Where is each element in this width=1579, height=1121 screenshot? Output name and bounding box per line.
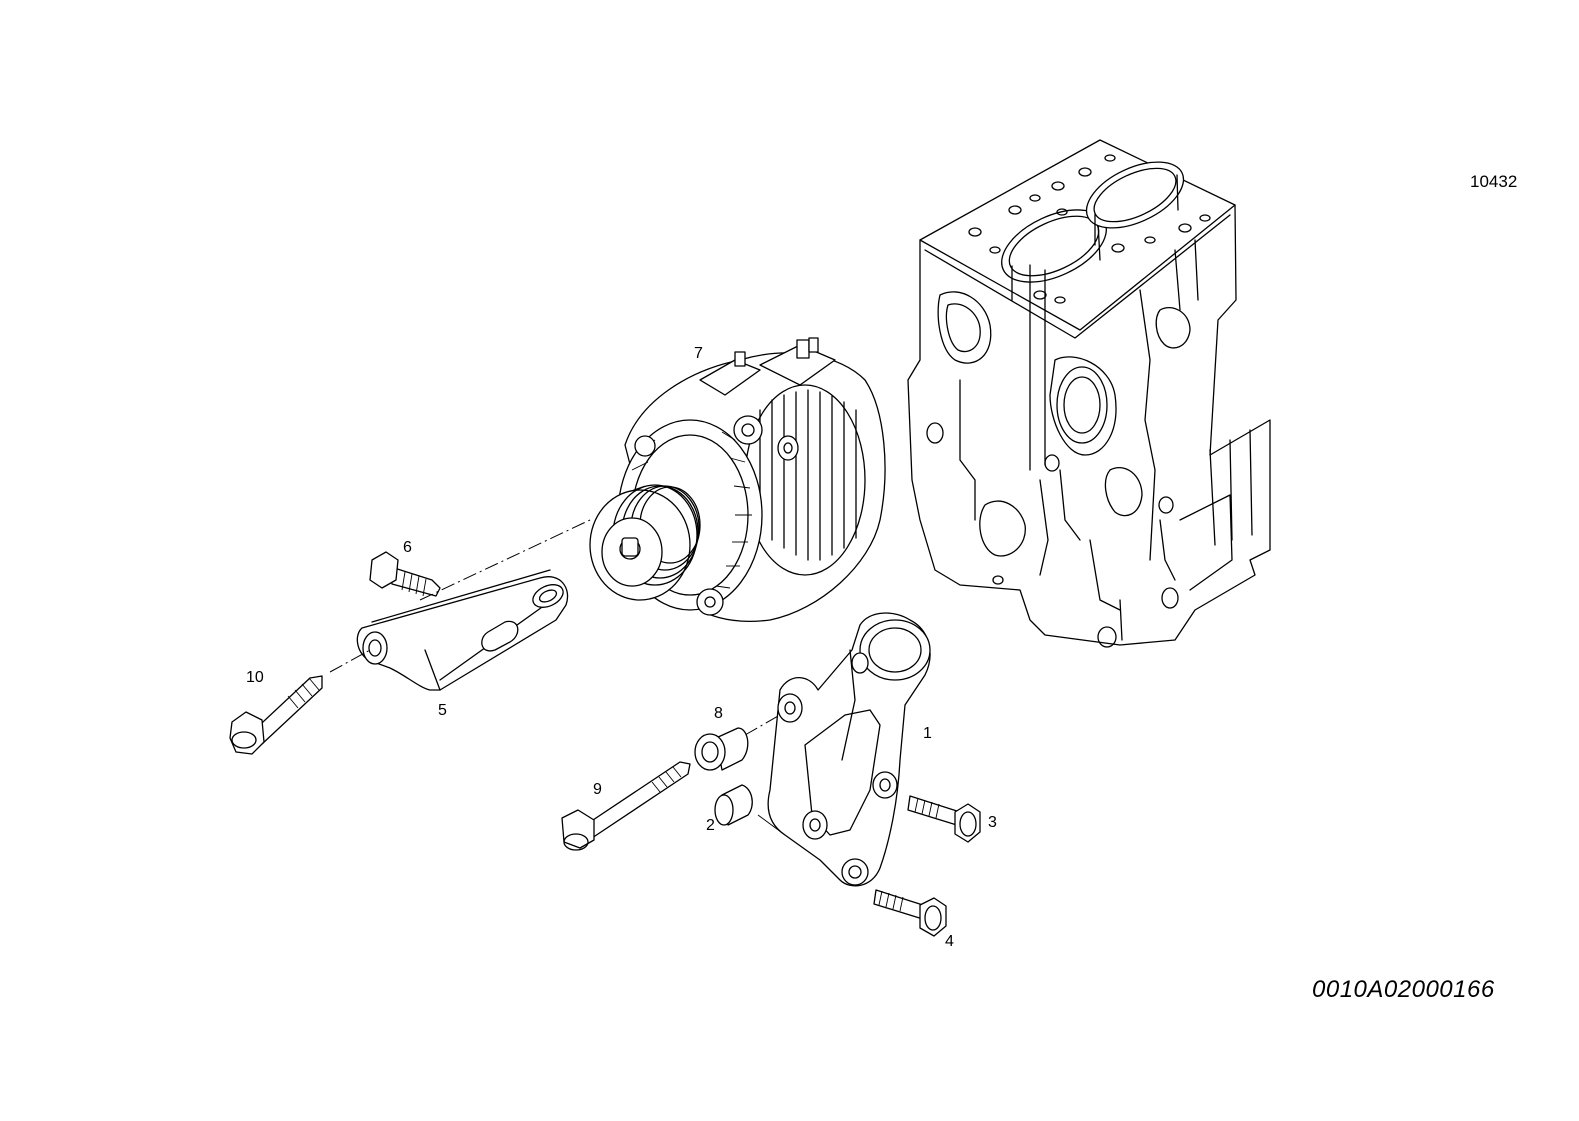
assembly-line-bracket [419,519,591,601]
drawing-part-code: 0010A02000166 [1312,976,1495,1003]
adjuster-bracket [356,569,569,691]
callout-10: 10 [246,669,264,686]
drawing-reference-number: 10432 [1470,172,1518,191]
callout-3: 3 [988,814,997,831]
callout-2: 2 [706,817,715,834]
callout-9: 9 [593,781,602,798]
bolt-4 [873,889,947,937]
assembly-line-bolt10 [329,649,371,673]
bolt-9 [561,761,691,851]
callout-5: 5 [438,702,447,719]
bolt-3 [907,795,981,843]
callout-8: 8 [714,705,723,722]
callout-1: 1 [923,725,932,742]
callout-4: 4 [945,933,954,950]
spacer-2 [714,784,786,836]
bolt-6 [369,551,441,597]
mounting-bracket [767,612,931,887]
alternator [589,337,886,622]
engine-block [907,139,1271,648]
callout-6: 6 [403,539,412,556]
assembly-line-sleeve [744,707,793,736]
bolt-10 [229,675,323,755]
callout-7: 7 [694,345,703,362]
sleeve-8 [694,727,749,771]
